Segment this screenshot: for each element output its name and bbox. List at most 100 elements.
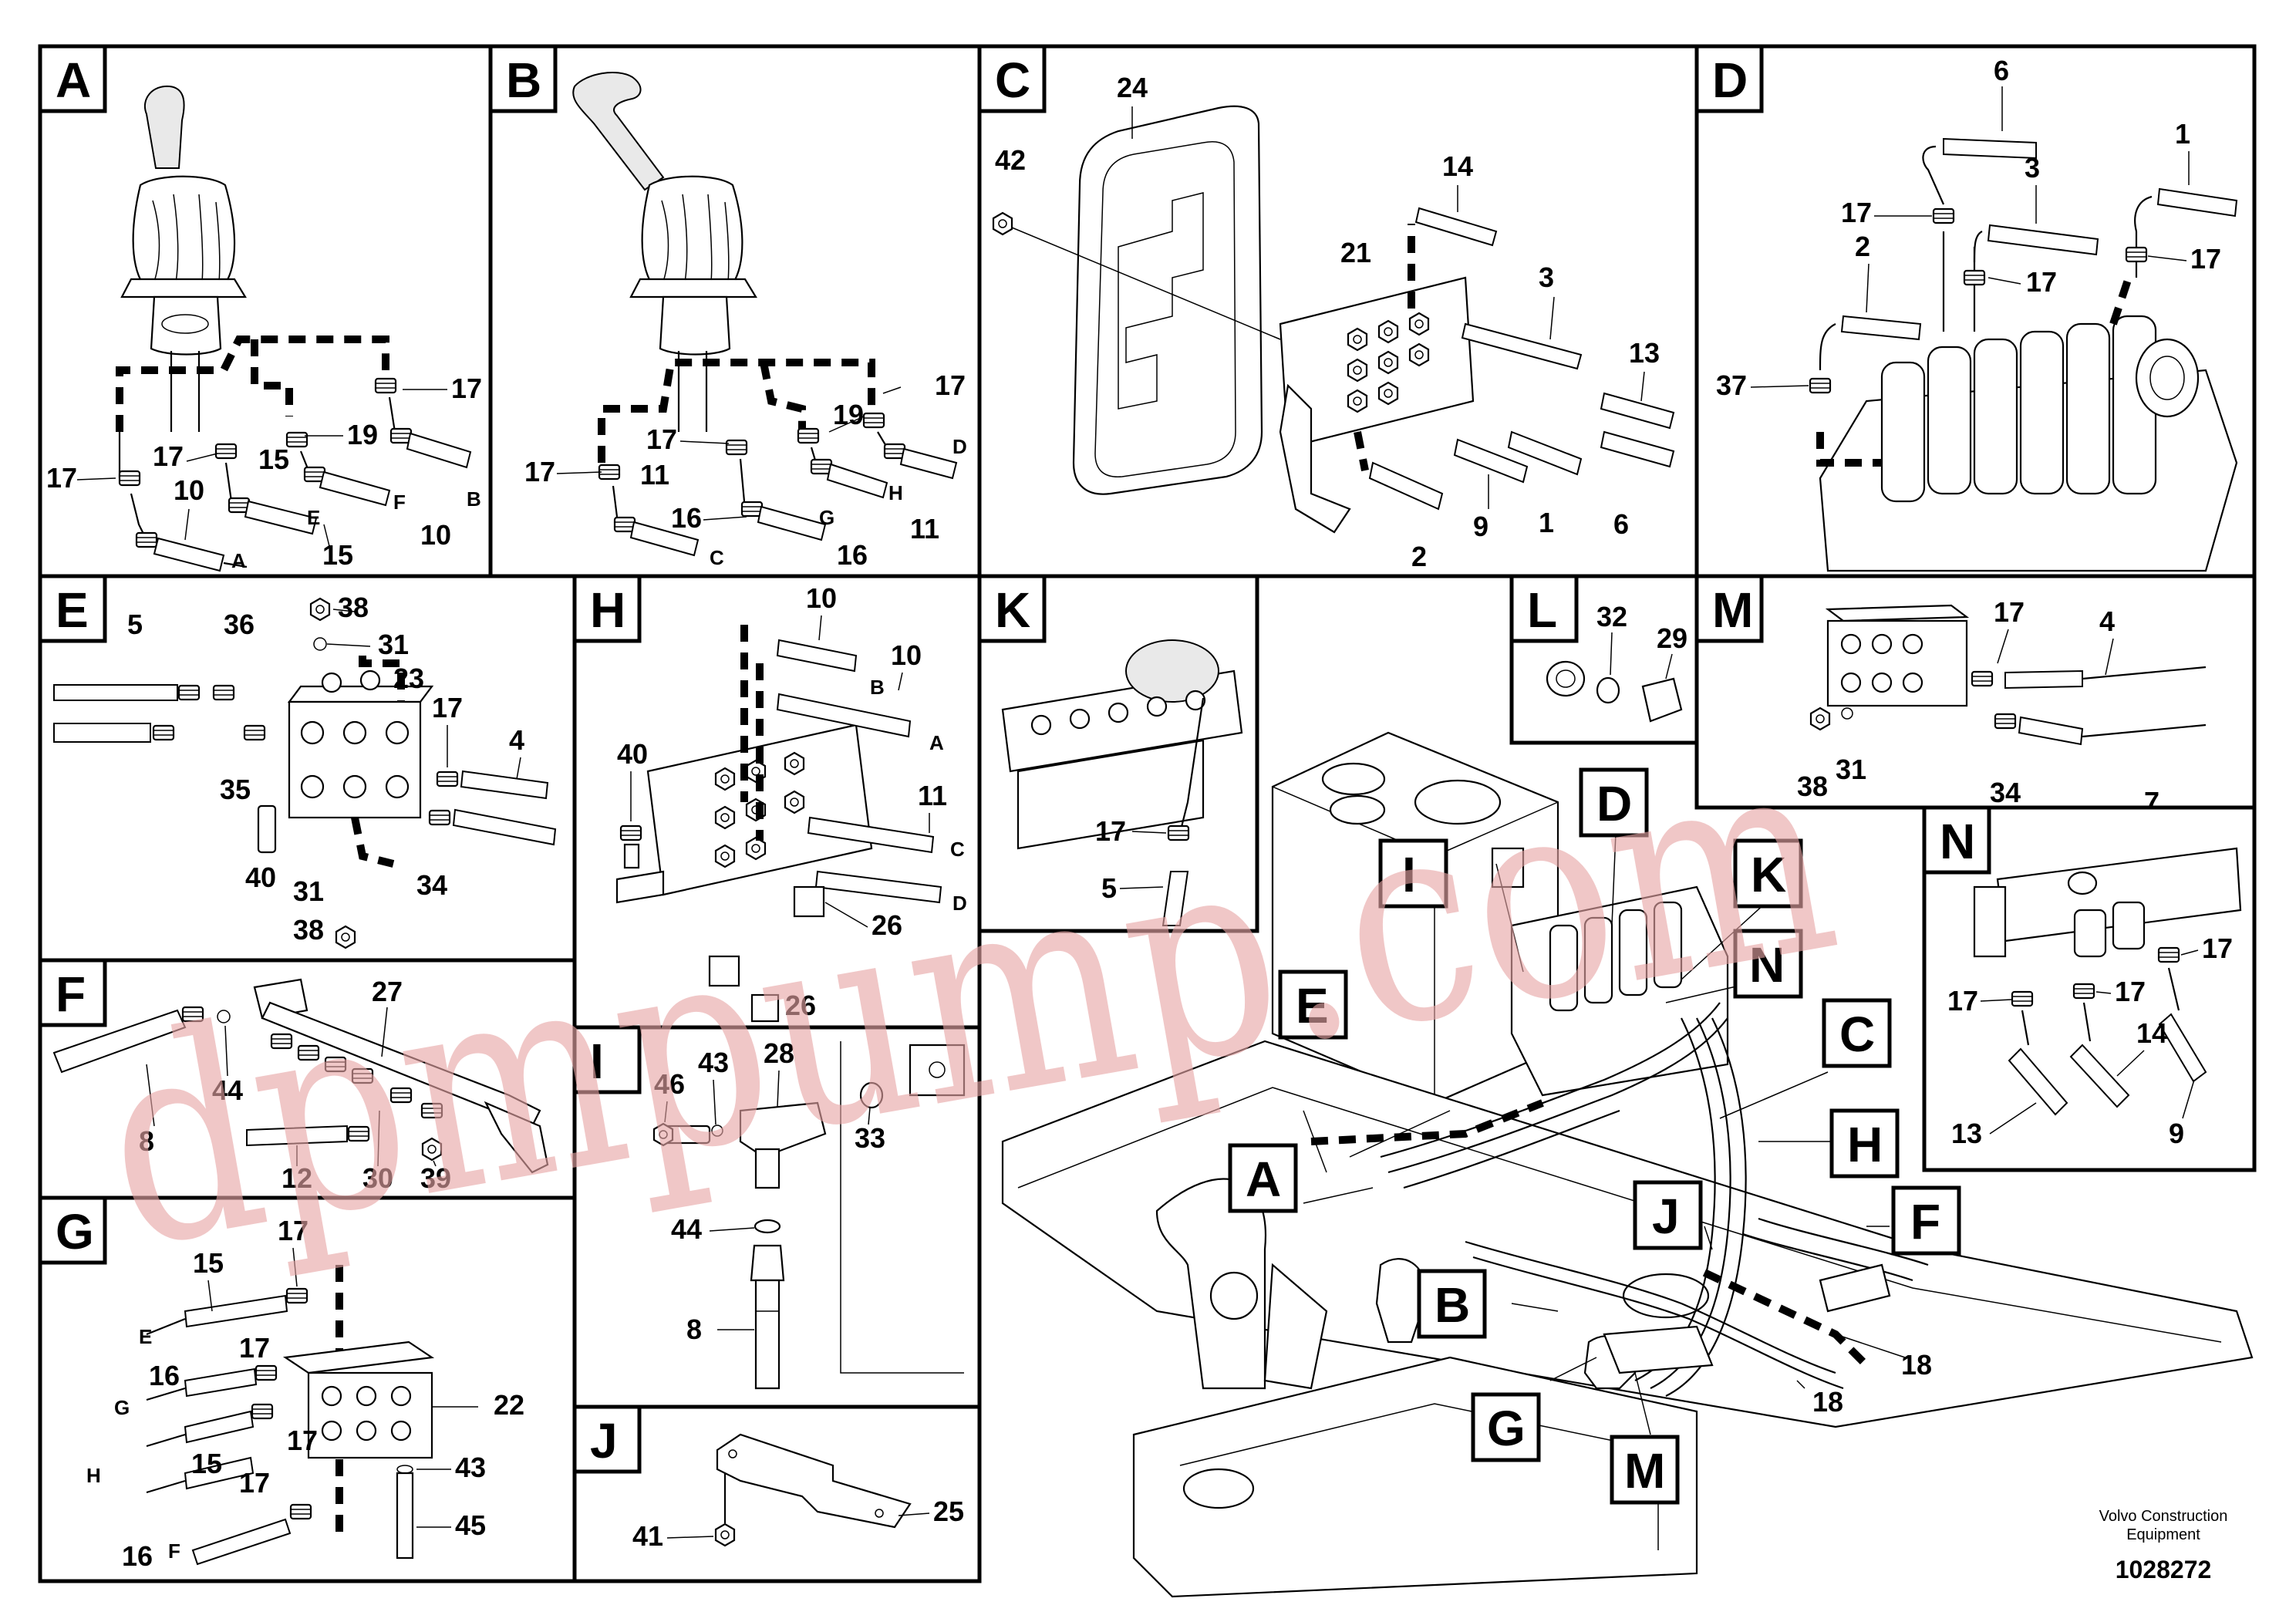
overview-label: M [1624, 1443, 1665, 1499]
callout: 40 [245, 862, 276, 893]
callout: 11 [910, 513, 939, 545]
overview-label: A [1246, 1152, 1281, 1207]
callout: 25 [933, 1496, 964, 1527]
callout: 15 [193, 1247, 224, 1279]
callout: 16 [149, 1360, 180, 1391]
overview-labels: D I K N C H F E A J B G M 18 18 [1228, 767, 1961, 1505]
connector-label: C [710, 546, 724, 569]
callout: 38 [293, 914, 324, 946]
overview-label: K [1751, 847, 1786, 902]
callout: 13 [1951, 1118, 1982, 1149]
panel-c: C 24 42 14 21 3 13 9 1 [977, 44, 1699, 578]
joystick-left [120, 85, 247, 432]
callout: 46 [654, 1068, 685, 1100]
callout: 16 [837, 539, 868, 571]
callout: 43 [698, 1047, 729, 1078]
company-name: Volvo Construction [2099, 1508, 2228, 1525]
callout: 12 [282, 1162, 312, 1194]
callout: 11 [640, 459, 669, 491]
callout: 15 [258, 443, 289, 475]
overview-label: F [1910, 1194, 1940, 1249]
callout: 6 [1994, 55, 2009, 86]
connector-label: B [467, 487, 481, 511]
callout: 17 [153, 440, 184, 472]
panel-letter: J [590, 1413, 618, 1469]
callout: 38 [338, 592, 369, 623]
callout: 45 [455, 1509, 486, 1541]
overview-label: N [1749, 937, 1785, 993]
callout: 17 [646, 423, 677, 455]
panel-letter: B [506, 52, 541, 108]
overview-label: D [1596, 776, 1632, 831]
callout: 17 [2115, 976, 2146, 1007]
overview-label: I [1402, 847, 1416, 902]
callout: 14 [2136, 1017, 2167, 1049]
callout: 2 [1855, 231, 1870, 262]
callout: 24 [1117, 72, 1148, 103]
panel-letter: D [1712, 52, 1748, 108]
panel-letter: A [56, 52, 91, 108]
panel-m: M 17 4 38 31 34 7 [1694, 574, 2257, 818]
callout: 21 [1340, 237, 1371, 268]
panel-letter: H [590, 582, 625, 638]
panel-d: D 6 1 3 17 17 17 [1694, 44, 2257, 578]
callout: 44 [212, 1074, 243, 1106]
callout: 22 [494, 1389, 524, 1421]
callout: 26 [785, 990, 816, 1021]
callout: 34 [416, 869, 447, 901]
callout: 36 [224, 609, 255, 640]
panel-g: G 17 15 17 16 22 17 43 15 17 45 16 [38, 1195, 577, 1583]
callout: 9 [1473, 511, 1489, 542]
callout: 26 [872, 909, 902, 941]
connector-label: D [952, 892, 967, 915]
callout: 14 [1442, 150, 1473, 182]
callout: 5 [127, 609, 143, 640]
callout: 19 [347, 419, 378, 450]
overview-callout: 18 [1812, 1386, 1843, 1418]
panel-letter: M [1712, 582, 1753, 638]
callout: 3 [1539, 261, 1554, 293]
joystick-right [572, 72, 757, 432]
overview-label: H [1847, 1117, 1883, 1172]
panel-letter: I [590, 1034, 604, 1089]
connector-label: E [307, 506, 320, 529]
callout: 17 [2026, 266, 2057, 298]
callout: 17 [2202, 932, 2233, 964]
panel-f: F 27 44 8 12 30 39 [38, 958, 577, 1200]
connector-label: F [168, 1539, 180, 1563]
callout: 41 [632, 1520, 663, 1552]
callout: 16 [671, 502, 702, 534]
callout: 37 [1716, 369, 1747, 401]
connector-label: A [231, 549, 246, 572]
callout: 17 [1947, 985, 1978, 1017]
callout: 17 [2190, 243, 2221, 275]
callout: 9 [2169, 1118, 2184, 1149]
callout: 13 [1629, 337, 1660, 369]
callout: 10 [806, 582, 837, 614]
callout: 31 [293, 875, 324, 907]
connector-label: G [819, 506, 834, 529]
connector-label: H [86, 1464, 101, 1487]
callout: 42 [995, 144, 1026, 176]
panel-letter: F [56, 966, 86, 1022]
callout: 1 [2175, 118, 2190, 150]
callout: 2 [1411, 541, 1427, 572]
panel-e: E 5 36 38 31 23 [38, 574, 577, 963]
panel-letter: K [995, 582, 1030, 638]
panel-l: L 32 29 [1509, 574, 1699, 745]
callout: 32 [1596, 601, 1627, 632]
callout: 17 [239, 1467, 270, 1499]
panel-a: A 17 17 17 19 [38, 44, 493, 578]
callout: 10 [174, 474, 204, 506]
callout: 5 [1101, 872, 1117, 904]
overview-label: E [1296, 978, 1329, 1034]
connector-label: G [114, 1396, 130, 1419]
callout: 28 [764, 1037, 794, 1069]
callout: 17 [1841, 197, 1872, 228]
callout: 31 [378, 629, 409, 660]
callout: 27 [372, 976, 403, 1007]
document-number: 1028272 [2116, 1556, 2212, 1583]
panel-letter: L [1527, 582, 1557, 638]
callout: 23 [393, 663, 424, 694]
callout: 8 [139, 1125, 154, 1157]
